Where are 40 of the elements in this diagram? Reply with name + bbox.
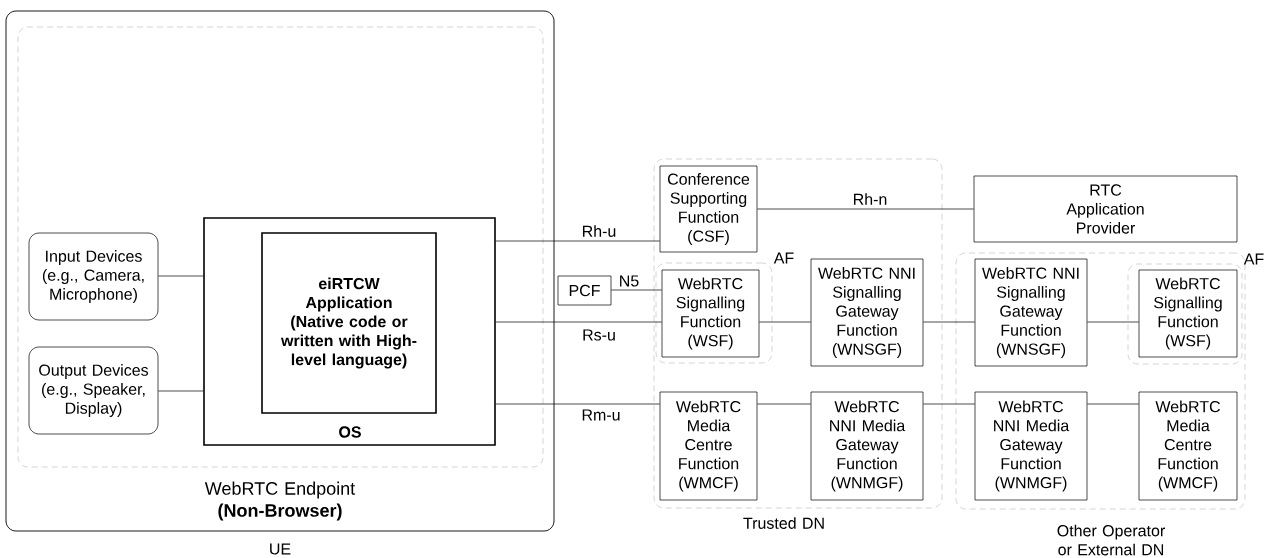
function-box: WebRTC Signalling Function (WSF) bbox=[1138, 269, 1238, 358]
node-label: WebRTC Endpoint (Non-Browser) bbox=[204, 481, 356, 521]
group-label: AF bbox=[773, 252, 794, 264]
af-group bbox=[655, 262, 773, 364]
function-box: WebRTC Media Centre Function (WMCF) bbox=[1138, 391, 1238, 501]
connector-line bbox=[495, 403, 660, 405]
connector-line bbox=[1087, 321, 1139, 323]
edge-label: N5 bbox=[620, 275, 639, 287]
function-box: Conference Supporting Function (CSF) bbox=[659, 165, 758, 253]
connector-line bbox=[757, 403, 811, 405]
edge-label: Rh-u bbox=[583, 225, 616, 237]
connector-line bbox=[158, 390, 204, 392]
group-label: AF bbox=[1243, 253, 1264, 265]
connector-line bbox=[495, 321, 662, 323]
application-box: eiRTCW Application (Native code or written with High-level language) bbox=[261, 232, 437, 414]
connector-line bbox=[495, 240, 660, 242]
connector-line bbox=[923, 321, 975, 323]
device-box: Input Devices (e.g., Camera, Microphone) bbox=[28, 232, 159, 321]
function-box: WebRTC NNI Media Gateway Function (WNMGF) bbox=[974, 391, 1088, 501]
connector-line bbox=[1087, 403, 1139, 405]
edge-label: Rh-n bbox=[854, 193, 887, 205]
device-box: Output Devices (e.g., Speaker, Display) bbox=[28, 346, 159, 435]
connector-line bbox=[158, 275, 204, 277]
function-box: WebRTC NNI Signalling Gateway Function (WNSGF) bbox=[974, 258, 1088, 367]
connector-line bbox=[759, 321, 811, 323]
connector-line bbox=[757, 208, 974, 210]
function-box: WebRTC NNI Signalling Gateway Function (WNSGF) bbox=[810, 258, 924, 367]
af-group bbox=[1127, 263, 1243, 365]
function-box: WebRTC Signalling Function (WSF) bbox=[661, 269, 760, 358]
connector-line bbox=[611, 289, 662, 291]
node-label: Other Operator or External DN bbox=[1057, 524, 1165, 556]
node-label: Trusted DN bbox=[743, 517, 824, 529]
provider-box: RTC Application Provider bbox=[973, 175, 1238, 243]
connector-line bbox=[923, 403, 975, 405]
pcf-box: PCF bbox=[557, 275, 612, 306]
node-label: UE bbox=[270, 543, 291, 555]
function-box: WebRTC NNI Media Gateway Function (WNMGF) bbox=[810, 391, 924, 501]
edge-label: Rs-u bbox=[583, 329, 615, 341]
edge-label: Rm-u bbox=[582, 409, 620, 421]
function-box: WebRTC Media Centre Function (WMCF) bbox=[659, 391, 758, 501]
